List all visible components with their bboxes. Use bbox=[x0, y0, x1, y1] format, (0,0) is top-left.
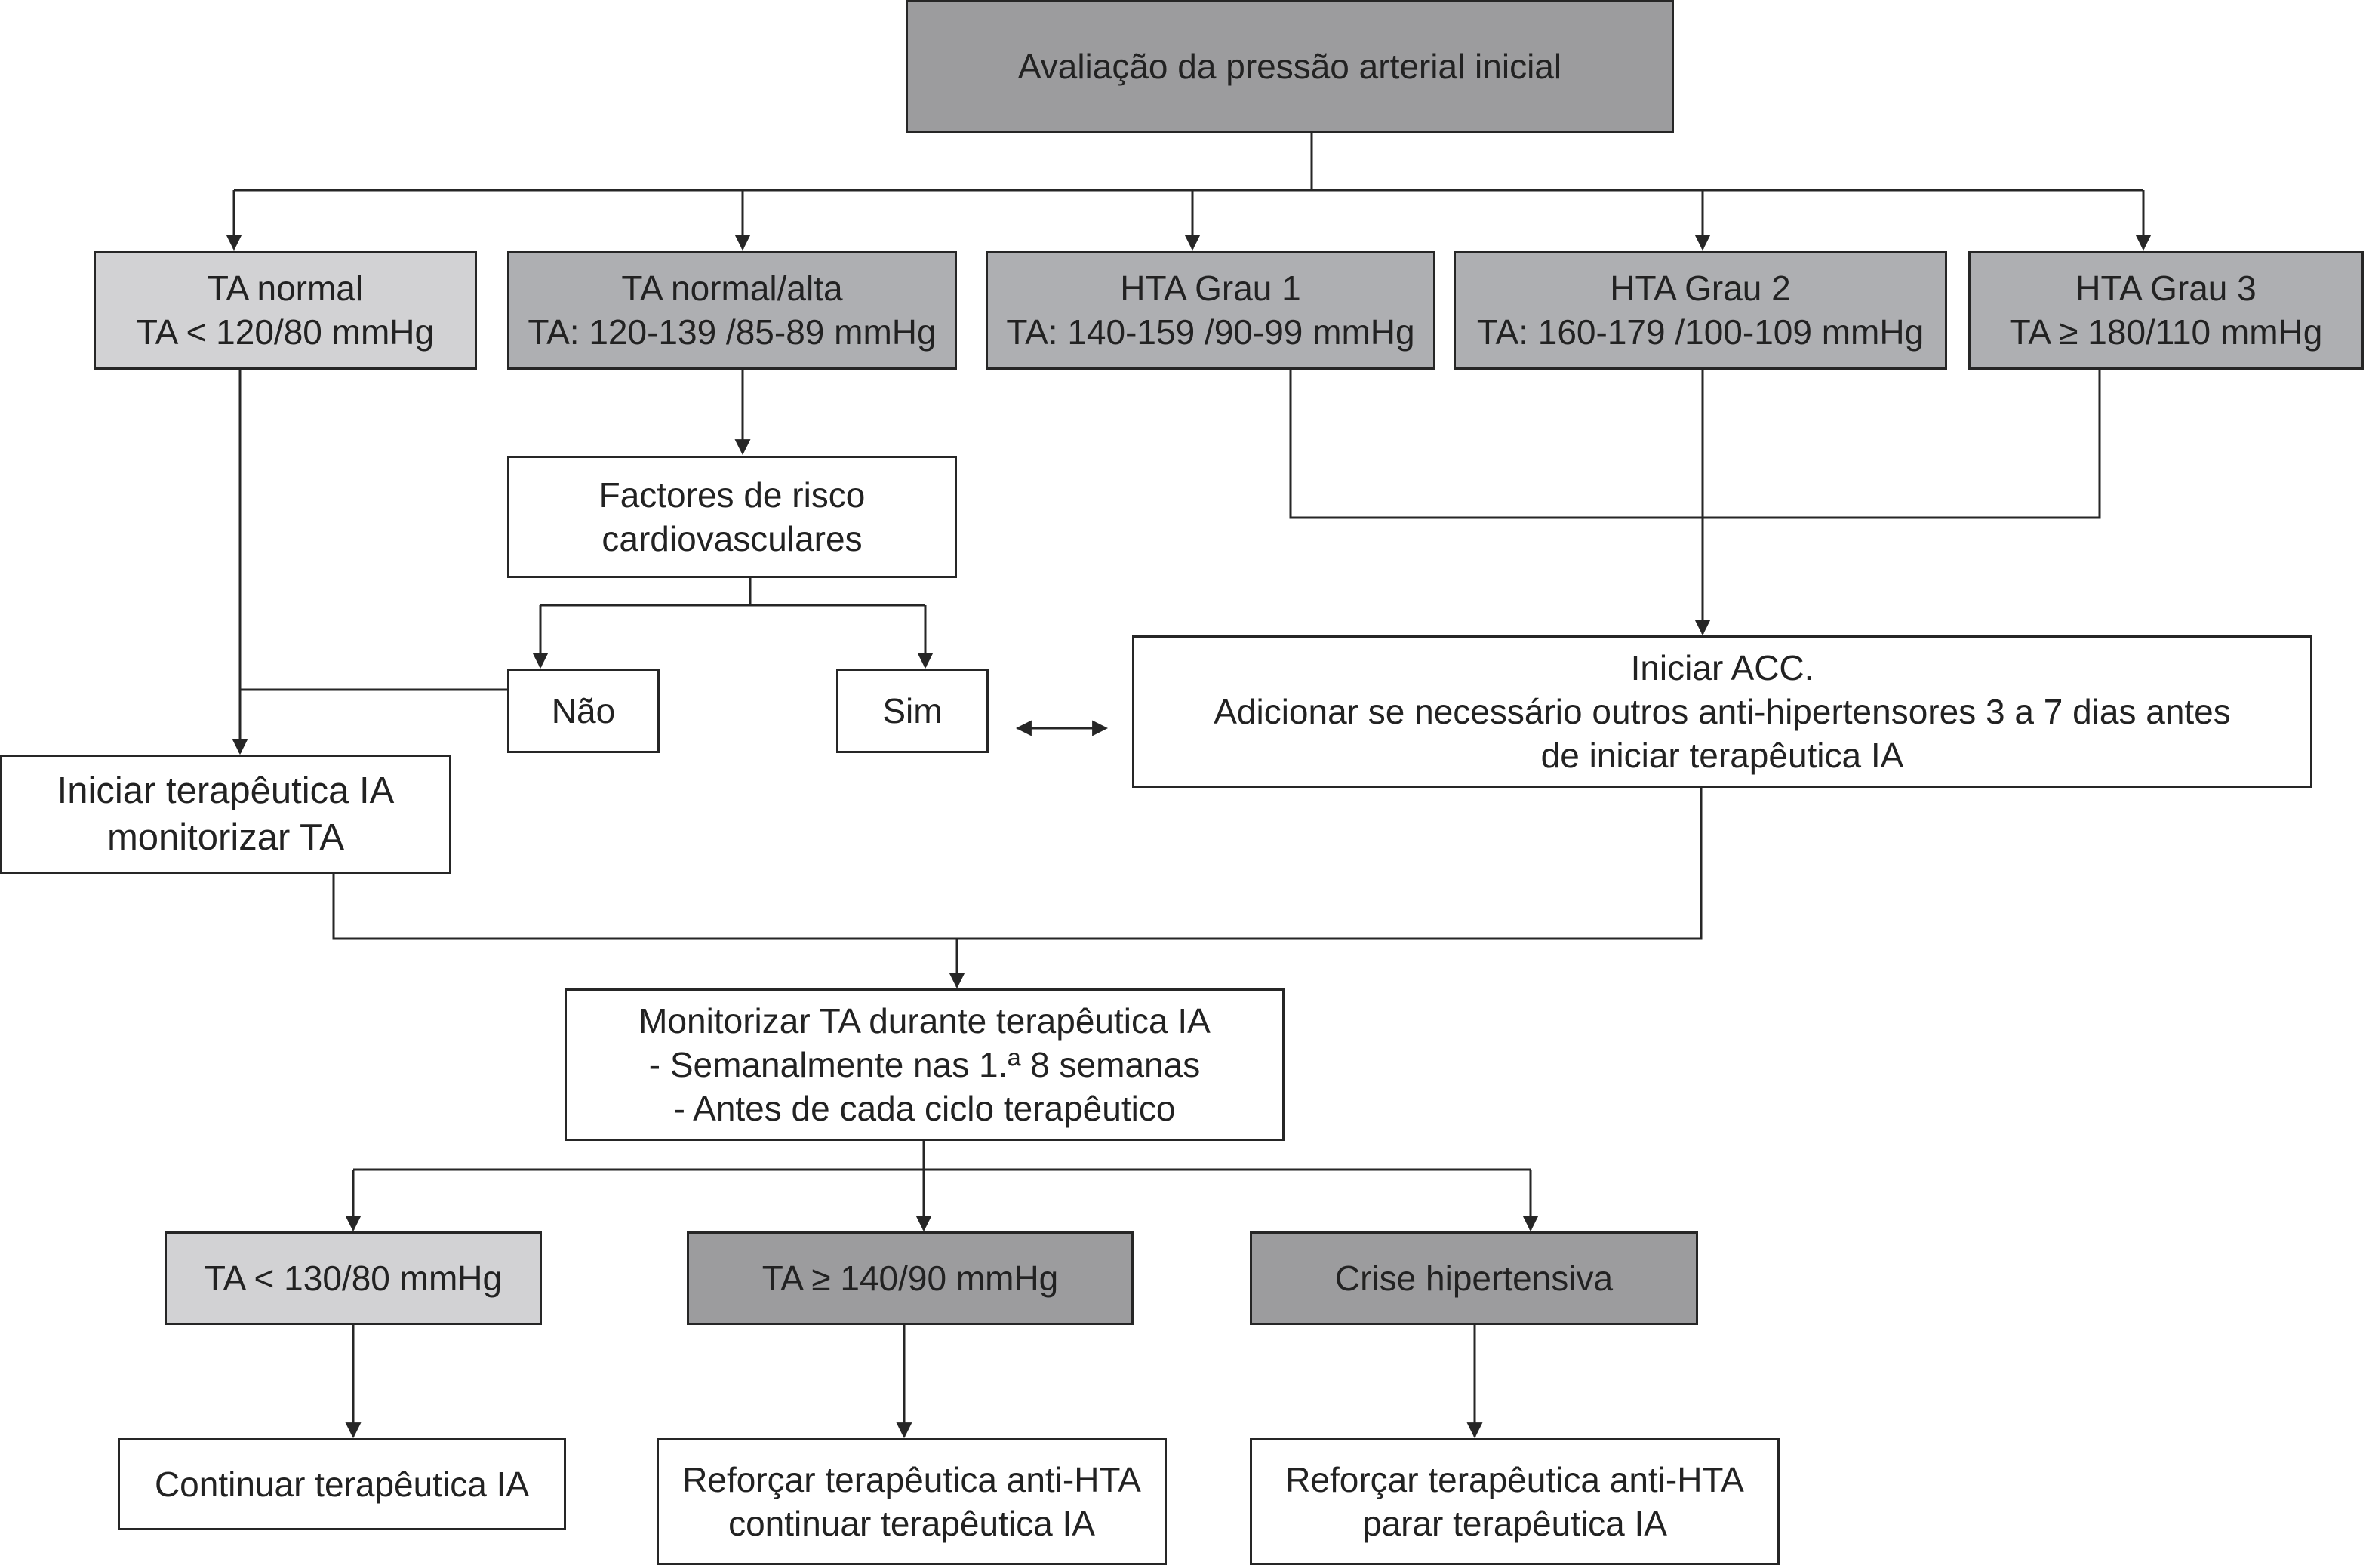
action-box-continue: Continuar terapêutica IA bbox=[118, 1438, 566, 1530]
no-label: Não bbox=[551, 691, 616, 730]
category-range: TA: 160-179 /100-109 mmHg bbox=[1476, 312, 1924, 352]
action-line-2: continuar terapêutica IA bbox=[728, 1504, 1095, 1543]
monitor-line-2: - Semanalmente nas 1.ª 8 semanas bbox=[648, 1045, 1201, 1084]
category-hta-grau-3: HTA Grau 3 TA ≥ 180/110 mmHg bbox=[1968, 251, 2364, 370]
monitor-line-3: - Antes de cada ciclo terapêutico bbox=[673, 1089, 1176, 1128]
outcome-condition: Crise hipertensiva bbox=[1334, 1259, 1614, 1298]
action-line-1: Reforçar terapêutica anti-HTA bbox=[1285, 1460, 1744, 1499]
root-text: Avaliação da pressão arterial inicial bbox=[1017, 47, 1562, 86]
start-ia-line-1: Iniciar terapêutica IA bbox=[57, 770, 395, 811]
start-acc-box: Iniciar ACC. Adicionar se necessário out… bbox=[1132, 635, 2312, 788]
category-range: TA < 120/80 mmHg bbox=[136, 312, 435, 352]
category-name: TA normal bbox=[207, 269, 364, 308]
start-ia-box: Iniciar terapêutica IA monitorizar TA bbox=[0, 755, 451, 874]
start-acc-line-3: de iniciar terapêutica IA bbox=[1540, 736, 1904, 775]
outcome-box-crisis: Crise hipertensiva bbox=[1250, 1231, 1698, 1325]
start-ia-line-2: monitorizar TA bbox=[106, 817, 345, 858]
outcome-condition: TA ≥ 140/90 mmHg bbox=[761, 1259, 1059, 1298]
outcome-box-high: TA ≥ 140/90 mmHg bbox=[687, 1231, 1134, 1325]
root-box: Avaliação da pressão arterial inicial bbox=[906, 0, 1674, 133]
category-name: TA normal/alta bbox=[621, 269, 843, 308]
yes-box: Sim bbox=[836, 669, 989, 753]
risk-factors-box: Factores de risco cardiovasculares bbox=[507, 456, 957, 578]
category-range: TA: 120-139 /85-89 mmHg bbox=[528, 312, 937, 352]
category-hta-grau-1: HTA Grau 1 TA: 140-159 /90-99 mmHg bbox=[986, 251, 1435, 370]
connector bbox=[332, 788, 1703, 940]
risk-factors-line-1: Factores de risco bbox=[598, 475, 866, 515]
action-box-reinforce-continue: Reforçar terapêutica anti-HTA continuar … bbox=[657, 1438, 1167, 1565]
category-ta-normal-alta: TA normal/alta TA: 120-139 /85-89 mmHg bbox=[507, 251, 957, 370]
monitor-box: Monitorizar TA durante terapêutica IA - … bbox=[565, 988, 1285, 1141]
connector bbox=[1289, 370, 2101, 519]
category-hta-grau-2: HTA Grau 2 TA: 160-179 /100-109 mmHg bbox=[1454, 251, 1947, 370]
category-range: TA ≥ 180/110 mmHg bbox=[2009, 312, 2323, 352]
action-line-1: Reforçar terapêutica anti-HTA bbox=[682, 1460, 1141, 1499]
monitor-line-1: Monitorizar TA durante terapêutica IA bbox=[638, 1001, 1211, 1041]
risk-factors-line-2: cardiovasculares bbox=[601, 519, 863, 558]
action-line-2: parar terapêutica IA bbox=[1361, 1504, 1667, 1543]
category-ta-normal: TA normal TA < 120/80 mmHg bbox=[94, 251, 477, 370]
category-range: TA: 140-159 /90-99 mmHg bbox=[1006, 312, 1415, 352]
start-acc-line-1: Iniciar ACC. bbox=[1630, 648, 1814, 687]
outcome-box-low: TA < 130/80 mmHg bbox=[165, 1231, 542, 1325]
no-box: Não bbox=[507, 669, 660, 753]
action-box-reinforce-stop: Reforçar terapêutica anti-HTA parar tera… bbox=[1250, 1438, 1780, 1565]
action-line-1: Continuar terapêutica IA bbox=[154, 1465, 530, 1504]
yes-label: Sim bbox=[882, 691, 943, 730]
start-acc-line-2: Adicionar se necessário outros anti-hipe… bbox=[1214, 692, 2231, 731]
category-name: HTA Grau 1 bbox=[1120, 269, 1301, 308]
category-name: HTA Grau 3 bbox=[2075, 269, 2257, 308]
outcome-condition: TA < 130/80 mmHg bbox=[204, 1259, 503, 1298]
category-name: HTA Grau 2 bbox=[1610, 269, 1791, 308]
